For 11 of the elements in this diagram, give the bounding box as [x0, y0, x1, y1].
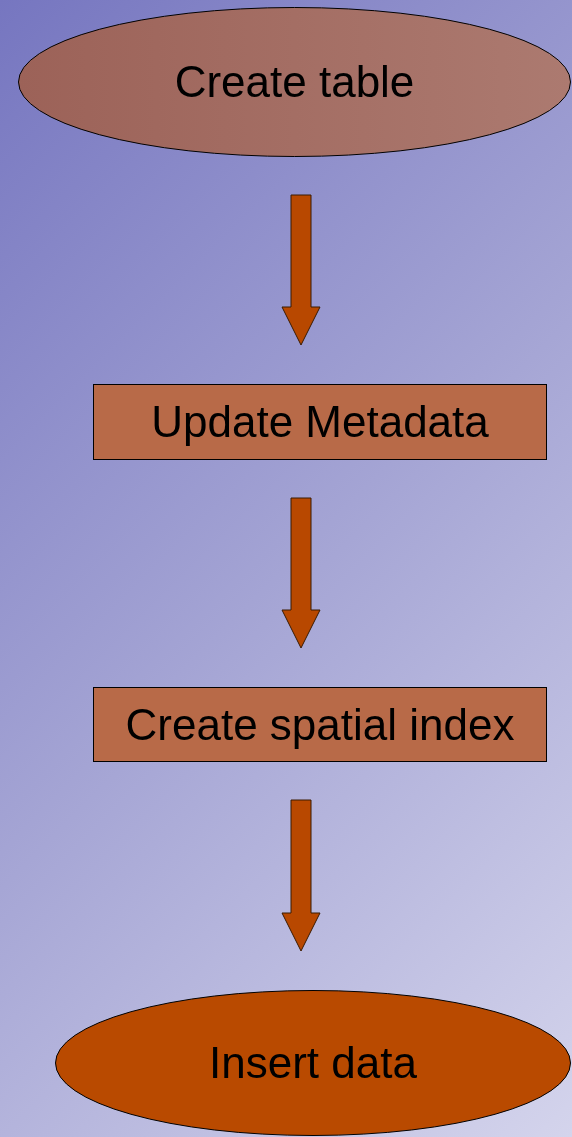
arrow	[281, 194, 321, 346]
node-label: Insert data	[209, 1038, 417, 1088]
process-box	[93, 687, 547, 762]
node-label: Create table	[174, 57, 415, 107]
node-label: Update Metadata	[151, 397, 489, 447]
process-box	[93, 384, 547, 460]
node-label: Create spatial index	[125, 699, 515, 750]
end-ellipse	[55, 990, 571, 1136]
arrow	[281, 799, 321, 952]
start-ellipse	[18, 7, 571, 157]
arrow	[281, 497, 321, 649]
